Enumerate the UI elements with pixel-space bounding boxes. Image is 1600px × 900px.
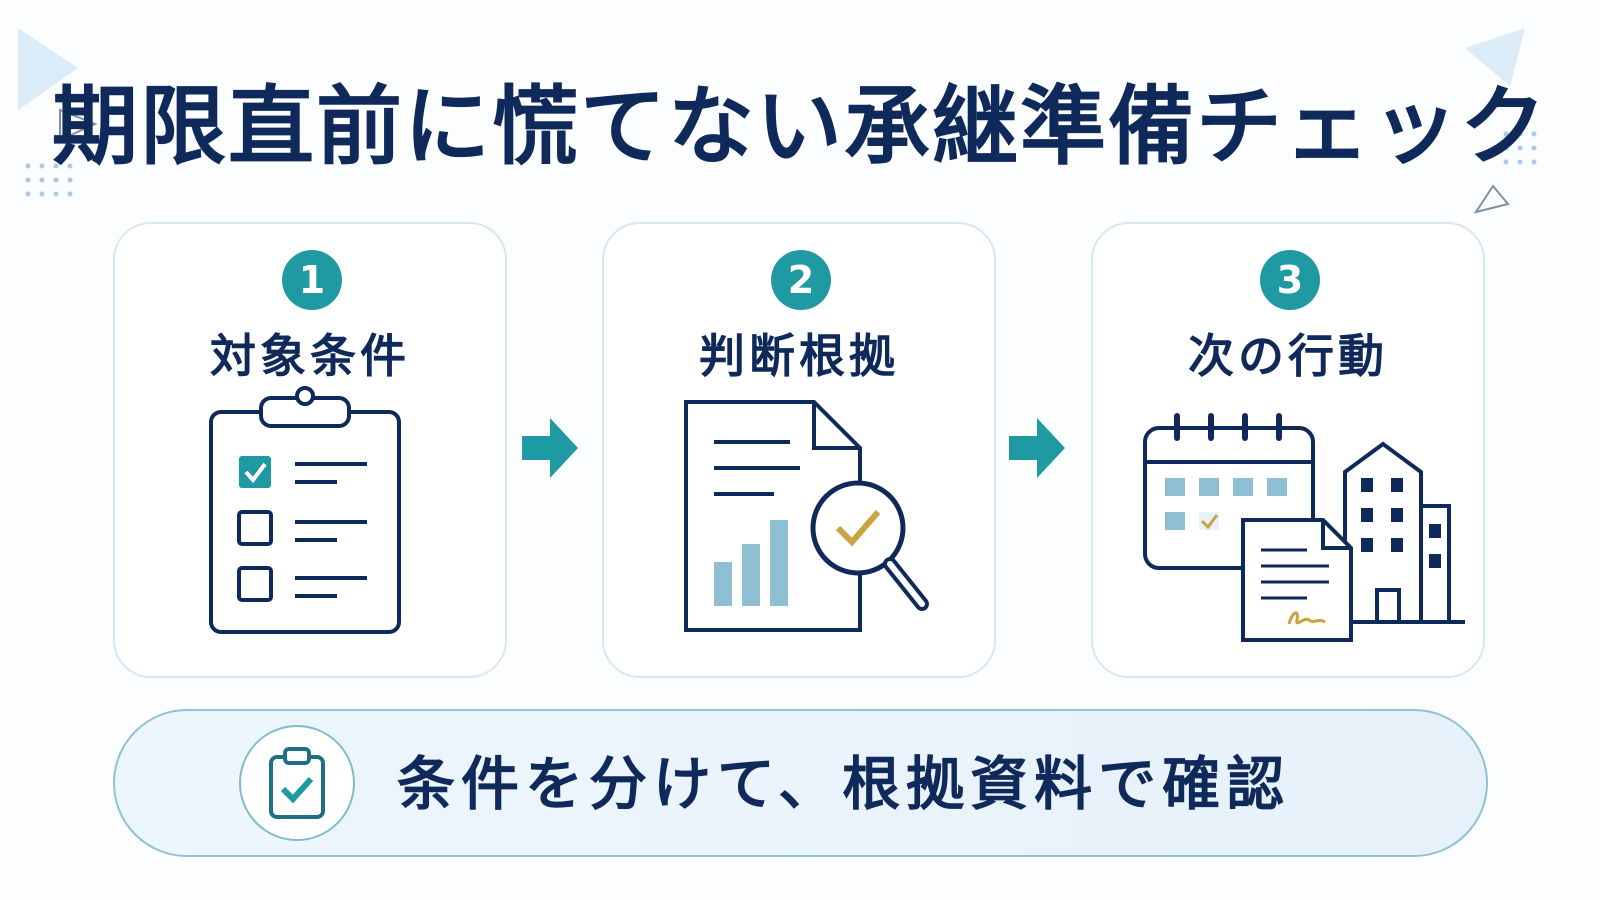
step-label: 次の行動 bbox=[1188, 329, 1388, 383]
clipboard-check-icon bbox=[269, 747, 325, 819]
summary-banner: 条件を分けて、根拠資料で確認 bbox=[113, 709, 1488, 857]
step-number-badge: 1 bbox=[282, 250, 342, 310]
summary-text: 条件を分けて、根拠資料で確認 bbox=[397, 750, 1291, 818]
document-magnifier-check-icon bbox=[684, 400, 929, 632]
step-label: 判断根拠 bbox=[699, 329, 899, 383]
clipboard-checklist-icon bbox=[209, 386, 401, 634]
calendar-document-building-icon bbox=[1143, 413, 1465, 642]
page-title: 期限直前に慌てない承継準備チェック bbox=[52, 77, 1548, 177]
step-card-1: 1 対象条件 bbox=[113, 222, 507, 678]
step-label: 対象条件 bbox=[210, 329, 410, 383]
arrow-right-icon bbox=[522, 418, 578, 478]
summary-icon-circle bbox=[239, 725, 355, 841]
arrow-right-icon bbox=[1009, 418, 1065, 478]
step-number-badge: 2 bbox=[771, 250, 831, 310]
step-card-2: 2 判断根拠 bbox=[602, 222, 996, 678]
step-number-badge: 3 bbox=[1260, 250, 1320, 310]
step-card-3: 3 次の行動 bbox=[1091, 222, 1485, 678]
